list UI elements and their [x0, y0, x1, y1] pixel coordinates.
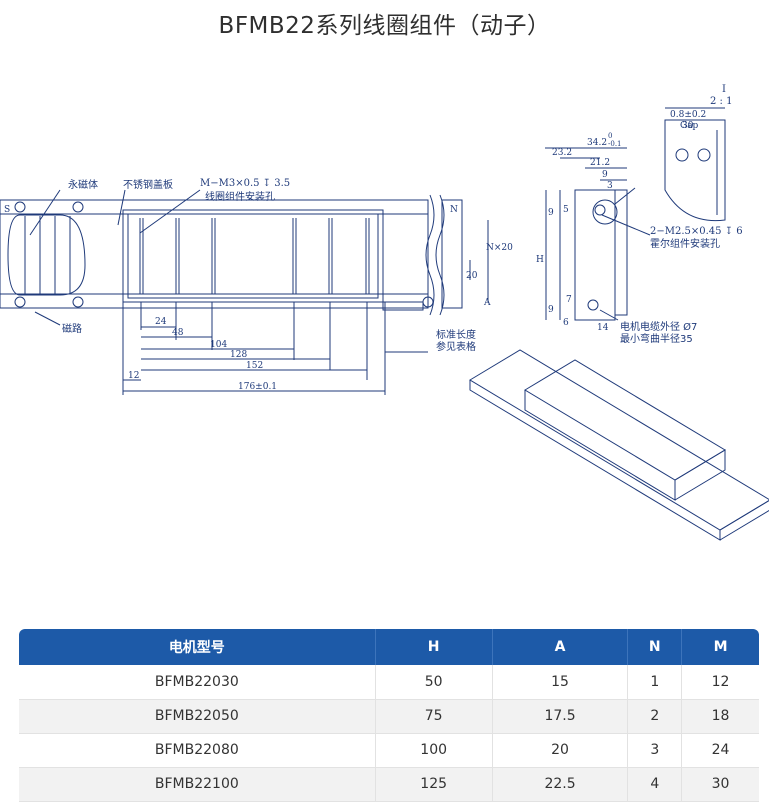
cell-n: 3: [627, 733, 683, 768]
dim-48: 48: [172, 328, 184, 338]
cell-a: 20: [492, 733, 629, 768]
header-a: A: [492, 629, 629, 665]
label-mount-holes: M−M3×0.5 ↧ 3.5: [200, 178, 290, 189]
table-row: BFMB22050 75 17.5 2 18: [19, 699, 759, 734]
label-dim-a: A: [483, 298, 491, 308]
cell-h: 125: [375, 767, 493, 802]
dim-9c: 9: [548, 305, 554, 315]
cell-model: BFMB22030: [19, 665, 376, 700]
dim-34-2-tol2: -0.1: [608, 140, 622, 148]
cell-model: BFMB22100: [19, 767, 376, 802]
label-north: N: [450, 205, 458, 215]
label-hall-holes: 2−M2.5×0.45 ↧ 6: [650, 226, 743, 237]
dim-34-2-tol: 0: [608, 132, 612, 140]
label-permanent-magnet: 永磁体: [68, 178, 98, 191]
dim-12: 12: [128, 371, 139, 381]
spec-table-header: 电机型号 H A N M: [19, 629, 759, 665]
header-h: H: [375, 629, 493, 665]
cell-model: BFMB22080: [19, 733, 376, 768]
dim-9a: 9: [602, 170, 608, 180]
label-dim-20: 20: [466, 271, 478, 281]
detail-view: [664, 119, 726, 222]
label-south: S: [4, 205, 10, 215]
label-cable-2: 最小弯曲半径35: [620, 332, 693, 345]
dim-152: 152: [246, 361, 263, 371]
label-steel-cover: 不锈钢盖板: [123, 178, 173, 191]
header-model: 电机型号: [19, 629, 376, 665]
coil-assembly: [122, 209, 384, 303]
label-gap-value: 0.8±0.2: [670, 110, 706, 120]
cell-model: BFMB22050: [19, 699, 376, 734]
cell-m: 30: [681, 767, 759, 802]
label-mount-holes-desc: 线圈组件安装孔: [205, 190, 275, 203]
cell-a: 15: [492, 665, 629, 700]
dim-3: 3: [607, 181, 613, 191]
dim-21-2: 21.2: [590, 158, 610, 168]
dim-30: 30: [682, 121, 694, 131]
cell-a: 22.5: [492, 767, 629, 802]
header-n: N: [627, 629, 683, 665]
label-detail-id: I: [722, 84, 726, 95]
cell-h: 50: [375, 665, 493, 700]
dim-24: 24: [155, 317, 167, 327]
label-cable-1: 电机电缆外径 Ø7: [620, 320, 697, 333]
dim-176: 176±0.1: [238, 382, 277, 392]
cell-a: 17.5: [492, 699, 629, 734]
iso-track: [469, 349, 769, 531]
cell-n: 2: [627, 699, 683, 734]
dim-104: 104: [210, 340, 227, 350]
magnet-track-outline: [0, 199, 429, 309]
cell-h: 75: [375, 699, 493, 734]
dim-128: 128: [230, 350, 247, 360]
dim-34-2: 34.2: [587, 138, 607, 148]
iso-coil: [524, 359, 726, 481]
label-dim-h: H: [536, 255, 544, 265]
dim-9b: 9: [548, 208, 554, 218]
cell-h: 100: [375, 733, 493, 768]
cell-n: 4: [627, 767, 683, 802]
header-m: M: [681, 629, 759, 665]
cell-m: 12: [681, 665, 759, 700]
magnet-block: [7, 214, 86, 296]
label-detail-scale: 2 : 1: [710, 96, 732, 107]
table-row: BFMB22100 125 22.5 4 30: [19, 767, 759, 802]
cell-m: 24: [681, 733, 759, 768]
spec-table: 电机型号 H A N M BFMB22030 50 15 1 12 BFMB22…: [19, 629, 759, 802]
technical-drawing: 永磁体 不锈钢盖板 M−M3×0.5 ↧ 3.5 线圈组件安装孔 磁路 标准长度…: [0, 84, 769, 541]
dim-7: 7: [566, 295, 572, 305]
page-title: BFMB22系列线圈组件（动子）: [218, 13, 551, 39]
cell-n: 1: [627, 665, 683, 700]
cell-m: 18: [681, 699, 759, 734]
label-magnetic-path: 磁路: [62, 322, 82, 335]
label-std-length-1: 标准长度: [436, 328, 476, 341]
label-gap: Gap: [680, 121, 699, 131]
label-hall-holes-desc: 霍尔组件安装孔: [650, 237, 720, 250]
dim-14: 14: [597, 323, 609, 333]
label-std-length-2: 参见表格: [436, 340, 476, 353]
table-row: BFMB22080 100 20 3 24: [19, 733, 759, 768]
dim-23-2: 23.2: [552, 148, 572, 158]
label-dim-n20: N×20: [486, 243, 513, 253]
table-row: BFMB22030 50 15 1 12: [19, 665, 759, 700]
dim-5: 5: [563, 205, 569, 215]
dim-6: 6: [563, 318, 569, 328]
